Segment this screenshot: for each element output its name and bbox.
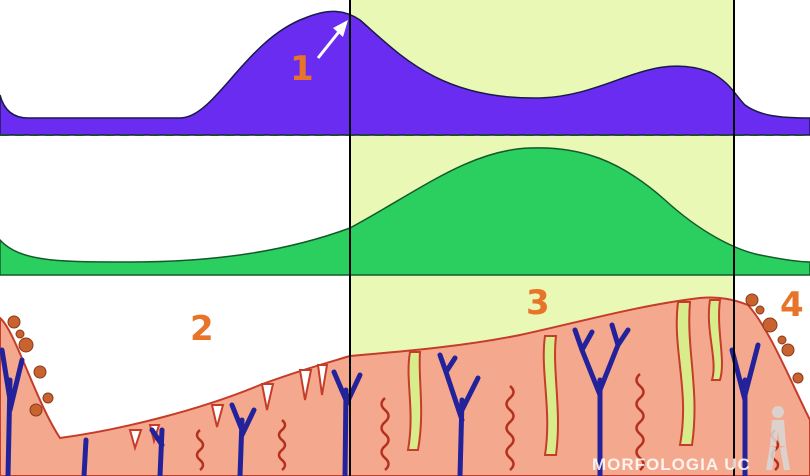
shedding-debris [7, 293, 804, 417]
label-4: 4 [780, 285, 804, 325]
watermark-figure [766, 406, 790, 470]
watermark-text: MORFOLOGIA UC [592, 455, 751, 474]
upper-hormone-curve [0, 10, 810, 136]
label-1: 1 [290, 49, 314, 89]
lower-hormone-curve [0, 147, 810, 276]
label-3: 3 [526, 283, 550, 323]
label-2: 2 [190, 309, 214, 349]
blood-vessels [0, 322, 761, 476]
peak-arrow [316, 20, 348, 59]
gland-lumens [406, 299, 723, 456]
